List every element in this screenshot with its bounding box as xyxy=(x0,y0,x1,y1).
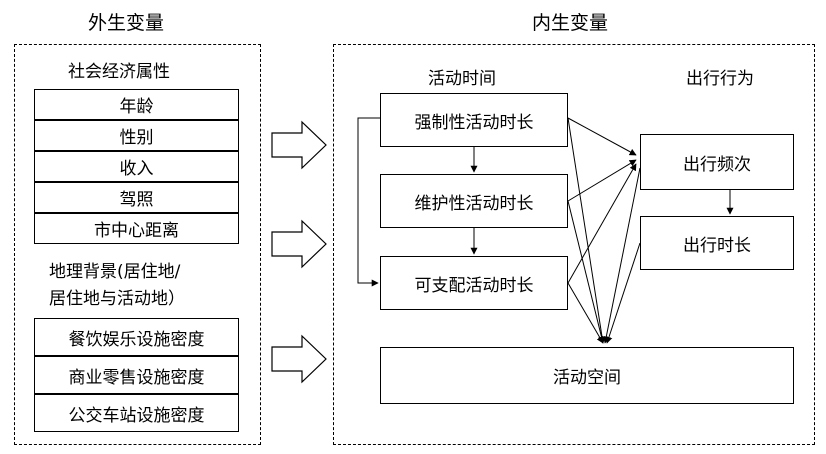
exogenous-panel xyxy=(14,44,261,445)
socio-table: 年龄 性别 收入 驾照 市中心距离 xyxy=(34,89,239,244)
arrow-mandatory-to-space xyxy=(567,117,606,344)
arrow-mandatory-to-frequency xyxy=(567,117,637,156)
socio-item: 收入 xyxy=(34,151,239,182)
activity-time-title: 活动时间 xyxy=(428,69,496,89)
block-arrow-2 xyxy=(271,219,327,269)
arrow-discretionary-to-space xyxy=(567,282,604,344)
arrow-maintenance-to-space xyxy=(567,200,605,344)
socio-item: 年龄 xyxy=(34,89,239,120)
trip-frequency-box: 出行频次 xyxy=(640,134,794,190)
arrow-discretionary-to-frequency xyxy=(567,163,637,284)
discretionary-activity-box: 可支配活动时长 xyxy=(380,256,568,310)
arrow-duration-to-space xyxy=(605,242,641,344)
geo-title-line1: 地理背景(居住地/ xyxy=(49,262,181,282)
endogenous-title: 内生变量 xyxy=(532,12,609,34)
arrow-frequency-to-space xyxy=(602,167,641,344)
socio-title: 社会经济属性 xyxy=(68,62,170,82)
exogenous-title: 外生变量 xyxy=(88,12,165,34)
mandatory-activity-box: 强制性活动时长 xyxy=(380,93,568,147)
geo-title-line2: 居住地与活动地） xyxy=(49,289,185,309)
socio-item: 驾照 xyxy=(34,182,239,213)
trip-duration-box: 出行时长 xyxy=(640,216,794,270)
arrow-maintenance-to-frequency xyxy=(567,159,637,202)
travel-behavior-title: 出行行为 xyxy=(686,69,754,89)
activity-space-box: 活动空间 xyxy=(380,347,794,404)
maintenance-activity-box: 维护性活动时长 xyxy=(380,174,568,228)
block-arrow-1 xyxy=(271,120,327,170)
block-arrow-3 xyxy=(271,334,327,384)
arrow-mandatory-to-discretionary xyxy=(357,117,380,287)
socio-item: 性别 xyxy=(34,120,239,151)
geo-item: 公交车站设施密度 xyxy=(34,394,239,432)
geo-table: 餐饮娱乐设施密度 商业零售设施密度 公交车站设施密度 xyxy=(34,318,239,432)
endogenous-panel xyxy=(333,44,815,445)
geo-item: 餐饮娱乐设施密度 xyxy=(34,318,239,356)
socio-item: 市中心距离 xyxy=(34,213,239,244)
geo-item: 商业零售设施密度 xyxy=(34,356,239,394)
